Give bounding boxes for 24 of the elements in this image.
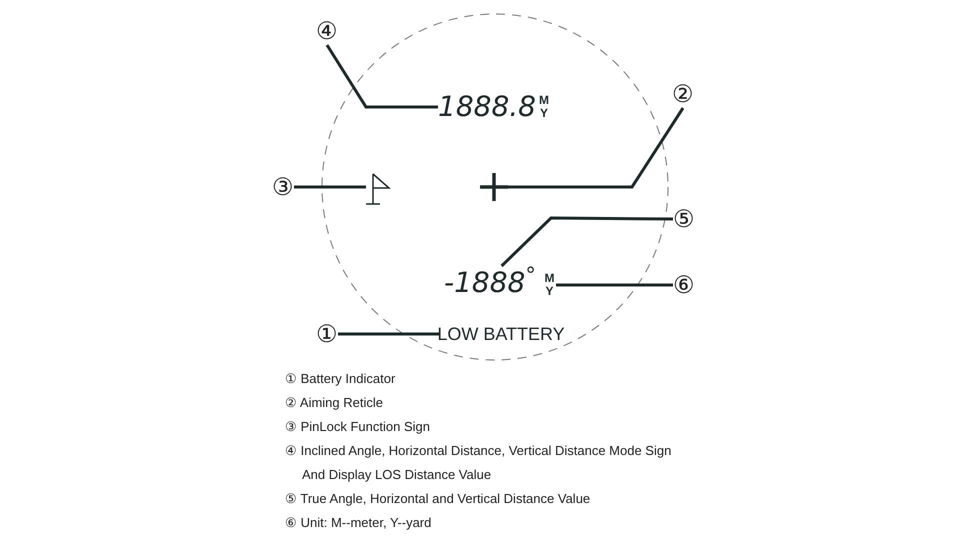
leader-line [326, 44, 438, 108]
leader-line [338, 332, 440, 336]
legend-description: ② Aiming Reticle [285, 394, 384, 412]
status-indicator-text: LOW BATTERY [440, 322, 562, 346]
legend-description: ③ PinLock Function Sign [285, 418, 431, 436]
unit-symbol: M [544, 272, 554, 285]
callout-number: ⑥ [673, 271, 695, 299]
unit-symbol: Y [540, 107, 548, 120]
callout-number: ⑤ [673, 205, 695, 233]
legend-description: ① Battery Indicator [285, 370, 396, 388]
callout-number: ③ [272, 173, 294, 201]
callout-number: ④ [316, 17, 338, 45]
unit-symbol: Y [545, 285, 554, 298]
legend-description: ⑥ Unit: M--meter, Y--yard [285, 514, 432, 532]
callout-number: ① [316, 320, 338, 348]
display-readout: 1888.8 [438, 93, 536, 121]
callout-number: ② [672, 80, 694, 108]
legend-description: ⑤ True Angle, Horizontal and Vertical Distance Value [285, 490, 592, 508]
legend-description: ④ Inclined Angle, Horizontal Distance, Vertical Distance Mode Sign And Display LOS Distance Value [285, 442, 672, 484]
leader-line [556, 284, 673, 286]
leader-line [500, 216, 674, 268]
unit-symbol: M [538, 94, 549, 107]
leader-line [508, 107, 684, 188]
leader-line [294, 185, 366, 188]
